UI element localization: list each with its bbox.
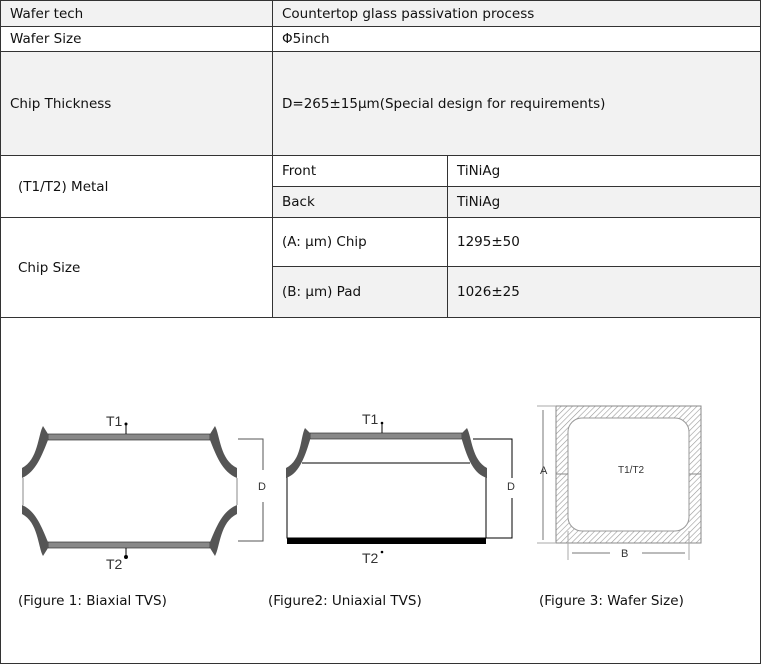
figure-2-caption: (Figure2: Uniaxial TVS)	[268, 593, 422, 609]
figure-1-caption: (Figure 1: Biaxial TVS)	[18, 593, 167, 609]
back-value: TiNiAg	[447, 186, 761, 218]
pad-label: (B: μm) Pad	[272, 266, 448, 318]
figure-1-biaxial-tvs: T1 T2 D	[22, 413, 266, 572]
svg-text:T2: T2	[362, 550, 379, 566]
wafer-tech-label: Wafer tech	[0, 0, 273, 27]
pad-value: 1026±25	[447, 266, 761, 318]
svg-text:D: D	[507, 481, 515, 493]
chip-size-label: Chip Size	[0, 217, 273, 318]
wafer-size-label: Wafer Size	[0, 26, 273, 52]
figures-drawing: T1 T2 D T1 T2 D A T1/T2 B	[22, 405, 702, 572]
svg-text:D: D	[258, 481, 266, 493]
svg-text:B: B	[621, 548, 628, 560]
svg-text:T1: T1	[362, 411, 379, 427]
chip-label: (A: μm) Chip	[272, 217, 448, 267]
svg-text:T2: T2	[106, 556, 123, 572]
front-label: Front	[272, 155, 448, 187]
chip-thickness-value: D=265±15μm(Special design for requiremen…	[272, 51, 761, 156]
back-label: Back	[272, 186, 448, 218]
figure-2-uniaxial-tvs: T1 T2 D	[286, 411, 515, 566]
svg-text:T1: T1	[106, 413, 123, 429]
figure-3-caption: (Figure 3: Wafer Size)	[539, 593, 684, 609]
svg-text:T1/T2: T1/T2	[618, 465, 645, 476]
svg-text:A: A	[540, 465, 548, 477]
chip-thickness-label: Chip Thickness	[0, 51, 273, 156]
wafer-tech-value: Countertop glass passivation process	[272, 0, 761, 27]
chip-value: 1295±50	[447, 217, 761, 267]
metal-label: (T1/T2) Metal	[0, 155, 273, 218]
wafer-size-value: Φ5inch	[272, 26, 761, 52]
front-value: TiNiAg	[447, 155, 761, 187]
figure-3-wafer-size: A T1/T2 B	[537, 405, 702, 560]
